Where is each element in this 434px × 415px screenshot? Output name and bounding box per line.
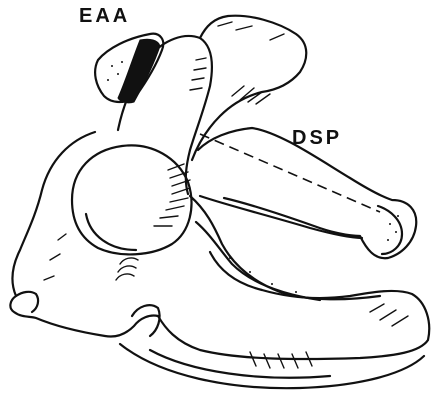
stipple-eaa-4: [121, 61, 123, 63]
stipple-eaa-2: [117, 73, 119, 75]
hatch-facet-6: [166, 206, 184, 210]
hatch-column-3: [192, 78, 204, 80]
hatch-left-1: [120, 258, 138, 264]
hatch-body-3: [44, 276, 54, 280]
stipple-dsp-2: [395, 231, 397, 233]
hatch-bottom-3: [278, 354, 284, 368]
hatch-bottom-4: [292, 354, 298, 368]
hatch-left-3: [116, 274, 134, 280]
hatch-right-2: [380, 310, 396, 320]
hatch-right-3: [392, 316, 408, 326]
stipple-dsp-4: [397, 215, 399, 217]
dsp-lower-edge: [200, 196, 362, 238]
stipple-groove-2: [249, 271, 251, 273]
stipple-eaa-1: [111, 65, 113, 67]
hatch-column-1: [196, 58, 206, 60]
hatch-bottom-2: [264, 354, 270, 368]
bottom-contour: [120, 344, 424, 388]
hatch-body-1: [58, 234, 66, 240]
hatch-column-4: [190, 88, 202, 90]
hatch-facet-7: [160, 216, 178, 218]
stipple-groove-4: [295, 291, 297, 293]
small-process: [132, 305, 160, 336]
left-process-outline: [16, 292, 38, 312]
hatch-top-3: [270, 34, 284, 40]
hatch-upper-1: [232, 86, 244, 96]
stipple-eaa-3: [107, 79, 109, 81]
stipple-dsp-3: [387, 239, 389, 241]
hatch-body-2: [50, 254, 60, 260]
stipple-groove-3: [271, 283, 273, 285]
hatch-right-1: [370, 304, 384, 312]
stipple-dsp-1: [389, 223, 391, 225]
hatch-top-2: [236, 26, 252, 30]
articular-facet: [72, 145, 191, 254]
label-eaa: EAA: [79, 6, 130, 26]
hatch-left-2: [118, 266, 136, 272]
dsp-axis-dashed-line: [200, 134, 380, 212]
hatch-bottom-1: [250, 352, 256, 366]
hatch-column-2: [194, 68, 206, 70]
dsp-tip: [378, 206, 402, 254]
eaa-black-bar: [118, 39, 160, 103]
hatch-facet-5: [170, 198, 188, 202]
label-dsp: DSP: [292, 128, 342, 148]
stipple-groove-1: [229, 257, 231, 259]
hatch-top-1: [218, 22, 232, 26]
